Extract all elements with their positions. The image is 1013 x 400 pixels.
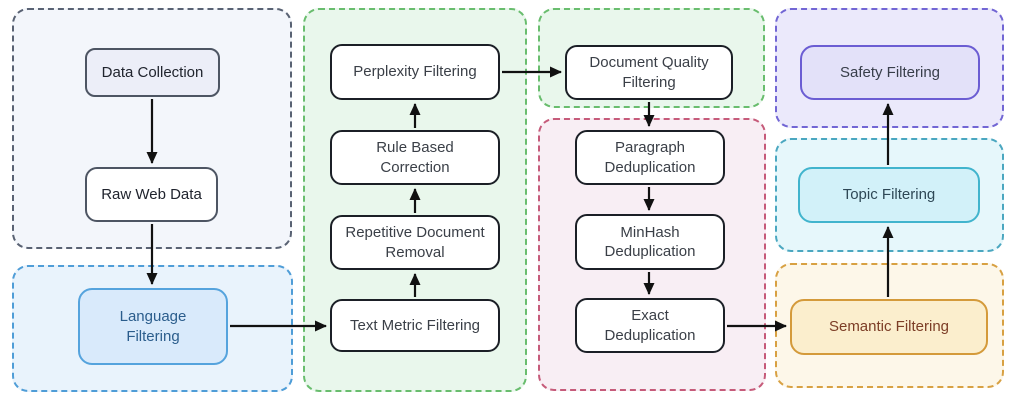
node-data-collection: Data Collection bbox=[85, 48, 220, 97]
node-safety-filtering: Safety Filtering bbox=[800, 45, 980, 100]
node-minhash-deduplication: MinHash Deduplication bbox=[575, 214, 725, 270]
node-paragraph-deduplication: Paragraph Deduplication bbox=[575, 130, 725, 185]
node-repetitive-document-removal: Repetitive Document Removal bbox=[330, 215, 500, 270]
node-raw-web-data: Raw Web Data bbox=[85, 167, 218, 222]
node-perplexity-filtering: Perplexity Filtering bbox=[330, 44, 500, 100]
node-text-metric-filtering: Text Metric Filtering bbox=[330, 299, 500, 352]
node-document-quality-filtering: Document Quality Filtering bbox=[565, 45, 733, 100]
node-language-filtering: Language Filtering bbox=[78, 288, 228, 365]
node-exact-deduplication: Exact Deduplication bbox=[575, 298, 725, 353]
node-topic-filtering: Topic Filtering bbox=[798, 167, 980, 223]
node-semantic-filtering: Semantic Filtering bbox=[790, 299, 988, 355]
node-rule-based-correction: Rule Based Correction bbox=[330, 130, 500, 185]
